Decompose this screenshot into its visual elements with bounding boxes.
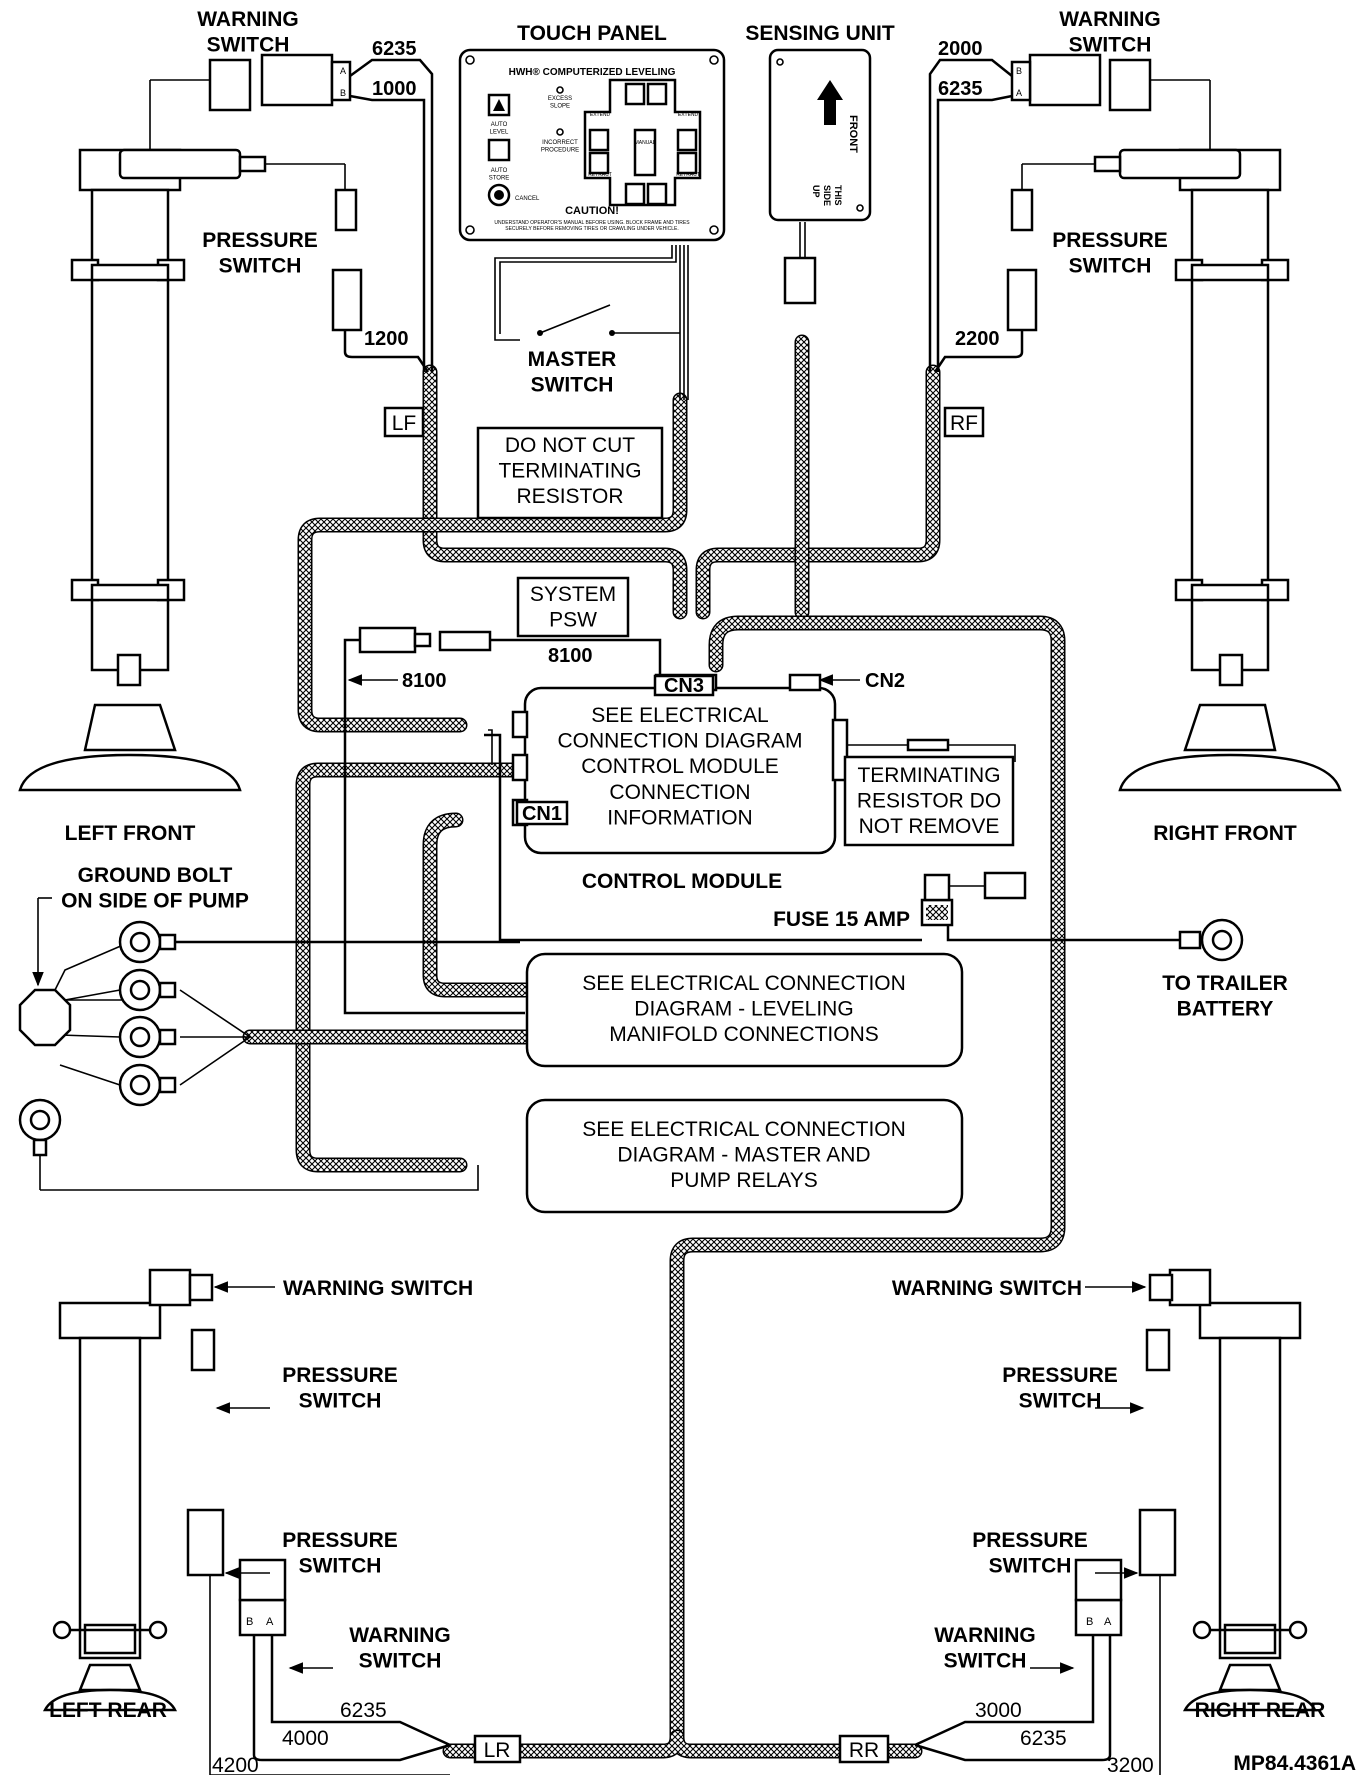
wire-rr-b: 6235: [1020, 1727, 1067, 1750]
fuse-label: FUSE 15 AMP: [773, 908, 910, 931]
pin-a-rr: A: [1104, 1616, 1112, 1628]
pin-a-rf: A: [1016, 88, 1022, 98]
battery-ring: [1178, 918, 1244, 962]
retract-right-text: RETRACT: [676, 172, 700, 178]
wire-rf-pressure: 2200: [955, 328, 1000, 350]
cn2-label: CN2: [865, 670, 905, 692]
wire-lr-a: 6235: [340, 1699, 387, 1722]
label-boxes: [383, 406, 1015, 1764]
harness-tag-rr: RR: [849, 1739, 879, 1762]
warning-switch-lr-label: WARNING SWITCH: [283, 1277, 473, 1300]
sensing-this-side-up-text: THISSIDEUP: [811, 185, 843, 206]
ground-bolt-assembly: [18, 920, 177, 1157]
harness-tag-rf: RF: [950, 412, 978, 435]
pin-a-lf: A: [340, 66, 346, 76]
lf-pressure-connector: [265, 163, 363, 332]
cancel-text: CANCEL: [515, 196, 540, 202]
auto-store-button: [487, 138, 511, 162]
wire-lf-warn-top: 6235: [372, 38, 417, 60]
extend-left-text: EXTEND: [590, 112, 611, 118]
wire-lr-c: 4200: [212, 1754, 259, 1775]
harness-group: [242, 334, 1066, 1759]
caution-text: UNDERSTAND OPERATOR'S MANUAL BEFORE USIN…: [494, 220, 690, 232]
pin-b-lf: B: [340, 88, 346, 98]
wire-psw-arrow: 8100: [402, 670, 447, 692]
manual-text: MANUAL: [635, 140, 656, 146]
caution-title: CAUTION!: [565, 205, 619, 217]
front-arrow-icon: [817, 80, 843, 125]
extend-right-text: EXTEND: [678, 112, 699, 118]
left-front-jack: [18, 58, 267, 792]
fuse: [920, 871, 1027, 927]
harness-tag-lf: LF: [392, 412, 417, 435]
pin-b-lr: B: [246, 1616, 253, 1628]
right-front-jack: [1093, 58, 1342, 792]
drawing-number: MP84.4361A: [1233, 1752, 1356, 1775]
psw-connectors: [358, 626, 492, 654]
left-rear-label: LEFT REAR: [49, 1699, 167, 1722]
rf-warning-connector: [1010, 53, 1211, 150]
wire-rr-a: 3000: [975, 1699, 1022, 1722]
cn3-label: CN3: [664, 675, 704, 697]
retract-left-text: RETRACT: [588, 172, 612, 178]
wire-lf-warn-bottom: 1000: [372, 78, 417, 100]
harness-tag-lr: LR: [484, 1739, 511, 1762]
touch-panel-title: HWH® COMPUTERIZED LEVELING: [509, 67, 676, 78]
wire-rf-warn-top: 2000: [938, 38, 983, 60]
right-rear-jack: [1074, 1268, 1318, 1712]
sensing-unit-label: SENSING UNIT: [745, 22, 895, 45]
left-front-label: LEFT FRONT: [65, 822, 196, 845]
left-rear-jack: [42, 1268, 287, 1712]
control-module-label: CONTROL MODULE: [582, 870, 782, 893]
lf-warning-connector: [149, 53, 352, 150]
sensing-unit: FRONT THISSIDEUP: [768, 48, 872, 305]
pin-b-rr: B: [1086, 1616, 1093, 1628]
warning-switch-rr-label: WARNING SWITCH: [892, 1277, 1082, 1300]
pin-b-rf: B: [1016, 66, 1022, 76]
sensing-front-text: FRONT: [847, 115, 859, 153]
wire-psw: 8100: [548, 645, 593, 667]
wire-lr-b: 4000: [282, 1727, 329, 1750]
pointer-arrows: [32, 674, 1147, 1674]
right-front-label: RIGHT FRONT: [1153, 822, 1297, 845]
right-rear-label: RIGHT REAR: [1195, 1699, 1326, 1722]
wire-rr-c: 3200: [1107, 1754, 1154, 1775]
touch-panel-label: TOUCH PANEL: [517, 22, 667, 45]
wire-group: [39, 58, 1180, 1775]
cn1-label: CN1: [522, 803, 562, 825]
wire-rf-warn-bottom: 6235: [938, 78, 983, 100]
wire-lf-pressure: 1200: [364, 328, 409, 350]
control-module: [511, 673, 849, 855]
pin-a-lr: A: [266, 1616, 274, 1628]
rf-pressure-connector: [1006, 163, 1095, 332]
